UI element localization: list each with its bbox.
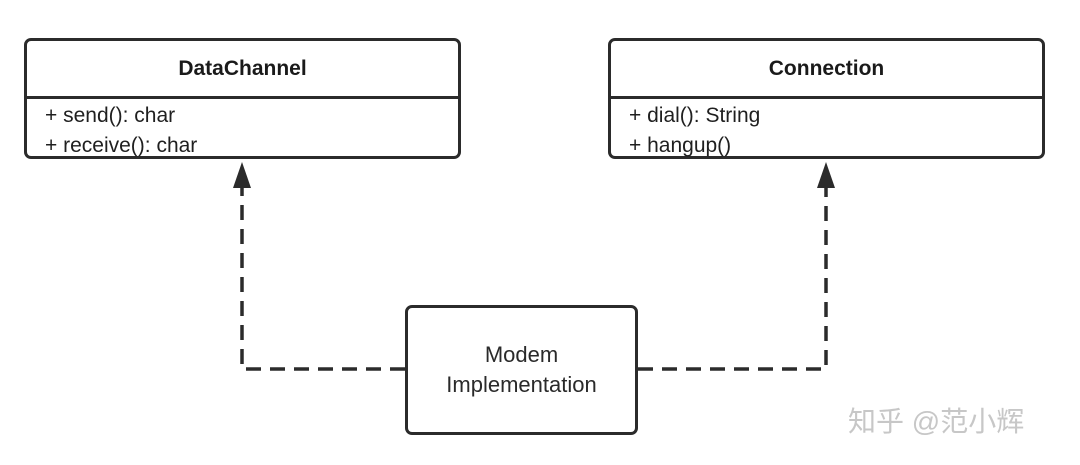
- member-receive: + receive(): char: [45, 134, 198, 157]
- class-box-datachannel: DataChannel + send(): char + receive(): …: [24, 38, 461, 159]
- arrowhead-connection: [817, 162, 835, 188]
- class-members-datachannel: + send(): char + receive(): char: [27, 99, 458, 161]
- implementation-box-modem: Modem Implementation: [405, 305, 638, 435]
- class-members-connection: + dial(): String + hangup(): [611, 99, 1042, 161]
- class-name-datachannel: DataChannel: [27, 41, 458, 99]
- member-dial: + dial(): String: [629, 104, 761, 127]
- implementation-label-line-1: Modem: [484, 342, 559, 367]
- realization-line-connection: [638, 188, 828, 371]
- realization-line-datachannel: [240, 188, 405, 371]
- class-box-connection: Connection + dial(): String + hangup(): [608, 38, 1045, 159]
- arrowhead-datachannel: [233, 162, 251, 188]
- member-hangup: + hangup(): [629, 134, 732, 157]
- class-name-connection: Connection: [611, 41, 1042, 99]
- watermark-text: 知乎 @范小辉: [848, 406, 1025, 437]
- member-send: + send(): char: [45, 104, 176, 127]
- implementation-label-line-2: Implementation: [446, 372, 597, 397]
